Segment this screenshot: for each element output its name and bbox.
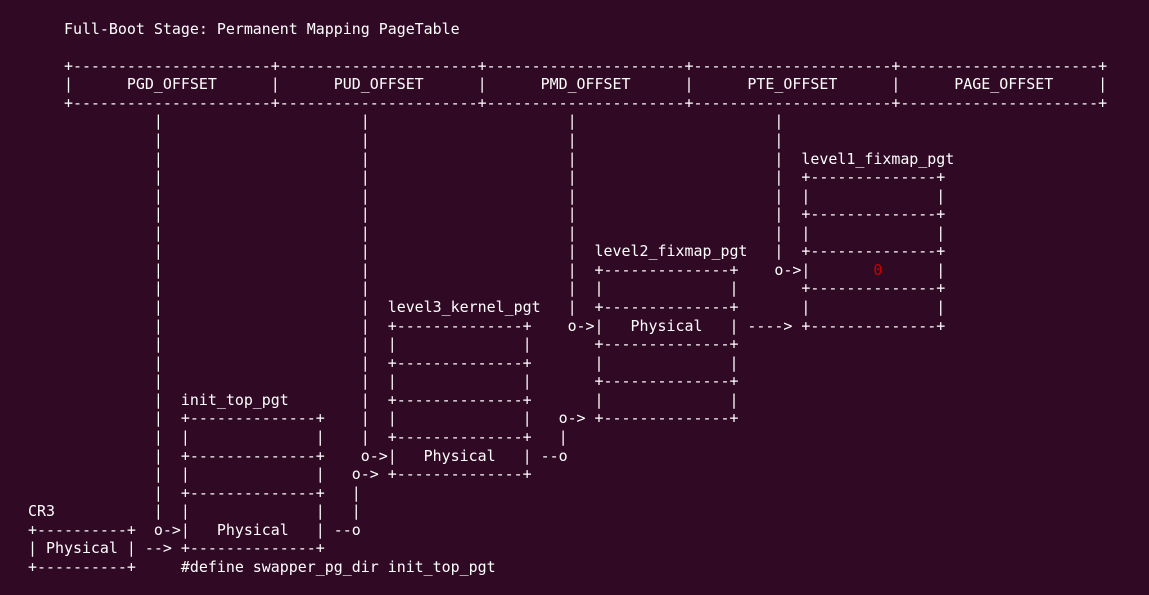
- terminal-line: | | | | | |: [1, 186, 946, 205]
- terminal-line: | PGD_OFFSET | PUD_OFFSET | PMD_OFFSET |…: [1, 75, 1108, 94]
- terminal-line: | | level3_kernel_pgt | +--------------+…: [1, 298, 946, 316]
- terminal-line: | | | | level1_fixmap_pgt: [1, 149, 955, 168]
- terminal-line: | +--------------+ |: [1, 483, 361, 502]
- terminal-line: | +--------------+ o->| Physical | --o: [1, 446, 568, 465]
- terminal-line: | | | +--------------+ o->| 0 |: [1, 260, 946, 279]
- terminal-line: | Physical | --> +--------------+: [1, 539, 325, 558]
- terminal-line: | | | | +--------------+: [1, 168, 946, 187]
- terminal-line: | init_top_pgt | +--------------+ | |: [1, 390, 739, 409]
- red-zero-value: 0: [873, 260, 883, 279]
- terminal-line: | | | | | |: [1, 223, 946, 242]
- terminal-line: +----------+ #define swapper_pg_dir init…: [1, 557, 496, 576]
- terminal-line: [1, 1, 1149, 20]
- terminal-line: Full-Boot Stage: Permanent Mapping PageT…: [1, 19, 460, 38]
- terminal-line: [1, 38, 1149, 57]
- terminal-line: | | | | | +--------------+: [1, 279, 946, 298]
- terminal-line: | | | | +--------------+: [1, 372, 739, 391]
- terminal-line: | | | |: [1, 112, 784, 131]
- terminal-line: | | +--------------+ | |: [1, 353, 739, 372]
- terminal-line: | +--------------+ | | | o-> +----------…: [1, 409, 739, 428]
- terminal-line: +----------------------+----------------…: [1, 56, 1108, 75]
- terminal-line: CR3 | | | |: [1, 502, 361, 521]
- terminal-line: | | | level2_fixmap_pgt | +-------------…: [1, 242, 946, 261]
- terminal-line: | | +--------------+ o->| Physical | ---…: [1, 316, 946, 335]
- terminal-line: | | | | +--------------+ |: [1, 427, 568, 446]
- terminal-line: [1, 576, 1149, 595]
- terminal-line: | | | o-> +--------------+: [1, 465, 532, 484]
- terminal-line: | | | | +--------------+: [1, 205, 946, 224]
- terminal-line: +----------------------+----------------…: [1, 93, 1108, 112]
- terminal-line: +----------+ o->| Physical | --o: [1, 520, 361, 539]
- terminal-line: | | | | +--------------+: [1, 335, 739, 354]
- terminal-line: | | | |: [1, 130, 784, 149]
